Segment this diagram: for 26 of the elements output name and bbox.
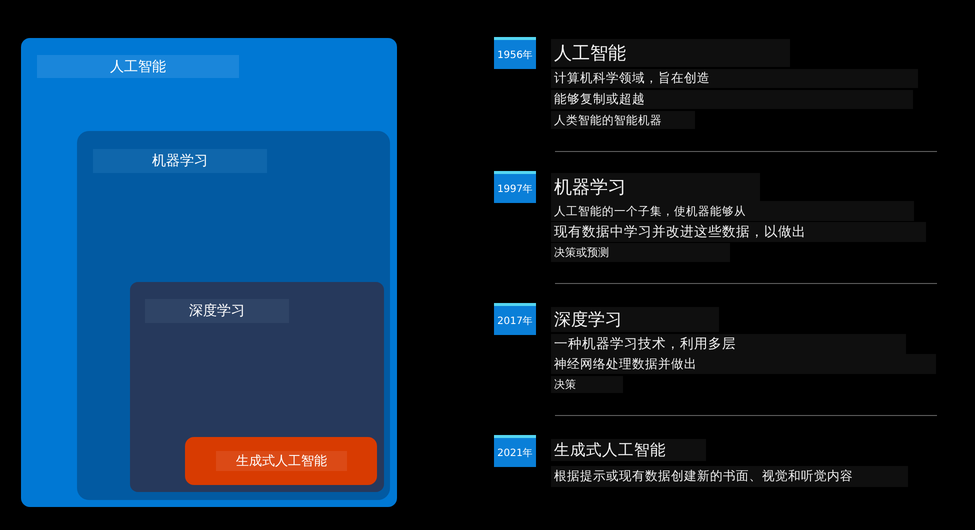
entry-description: 根据提示或现有数据创建新的书面、视觉和听觉内容 — [551, 466, 908, 487]
panel-title: 机器学习 — [93, 149, 267, 173]
panel-title: 深度学习 — [145, 299, 289, 323]
entry-description: 神经网络处理数据并做出 — [551, 354, 936, 374]
entry-heading: 机器学习 — [551, 173, 760, 201]
entry-description: 现有数据中学习并改进这些数据，以做出 — [551, 222, 926, 242]
category-panel — [21, 38, 397, 507]
entry-description: 一种机器学习技术，利用多层 — [551, 334, 906, 354]
year-badge: 2021年 — [494, 435, 536, 467]
entry-heading: 深度学习 — [551, 307, 719, 332]
year-badge: 1997年 — [494, 171, 536, 203]
entry-heading: 人工智能 — [551, 39, 790, 67]
entry-description: 能够复制或超越 — [551, 90, 913, 109]
panel-title: 生成式人工智能 — [216, 451, 347, 471]
entry-description: 人工智能的一个子集，使机器能够从 — [551, 201, 914, 221]
entry-description: 决策或预测 — [551, 243, 730, 262]
year-badge: 2017年 — [494, 303, 536, 335]
entry-description: 计算机科学领域，旨在创造 — [551, 69, 918, 88]
panel-title: 人工智能 — [37, 55, 239, 78]
highlight-panel — [185, 437, 377, 485]
entry-heading: 生成式人工智能 — [551, 439, 706, 461]
category-panel — [130, 282, 384, 492]
entry-description: 决策 — [551, 376, 623, 393]
entry-description: 人类智能的智能机器 — [551, 111, 695, 129]
category-panel — [77, 131, 390, 500]
year-badge: 1956年 — [494, 37, 536, 69]
